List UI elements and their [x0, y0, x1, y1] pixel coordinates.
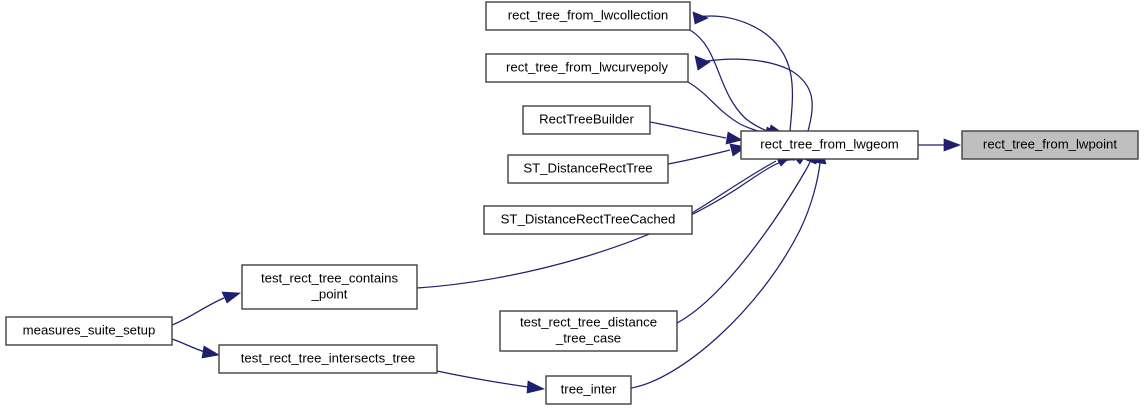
edge-line: [630, 162, 821, 389]
edge-line: [171, 338, 206, 353]
node-measures_suite_setup[interactable]: measures_suite_setup: [5, 316, 173, 346]
node-ST_DistanceRectTree[interactable]: ST_DistanceRectTree: [507, 154, 669, 184]
node-box[interactable]: [499, 310, 678, 352]
node-box[interactable]: [485, 53, 689, 83]
node-label: rect_tree_from_lwgeom: [760, 136, 899, 151]
nodes-layer: rect_tree_from_lwcollection rect_tree_fro…: [5, 1, 1139, 405]
node-label: rect_tree_from_lwpoint: [983, 136, 1117, 151]
node-test_rect_tree_contains_point[interactable]: test_rect_tree_contains_point: [241, 264, 418, 310]
node-RectTreeBuilder[interactable]: RectTreeBuilder: [522, 105, 651, 135]
edge-rect_tree_from_lwgeom-to-rect_tree_from_lwpoint: [918, 138, 961, 152]
edge-rect_tree_from_lwgeom-to-rect_tree_from_lwcollection: [692, 11, 794, 132]
node-label: test_rect_tree_contains: [261, 270, 398, 285]
edge-line: [436, 370, 529, 388]
edge-rect_tree_from_lwcollection-to-rect_tree_from_lwgeom: [689, 29, 785, 138]
node-box[interactable]: [483, 205, 693, 235]
arrowhead-icon: [692, 11, 709, 25]
edge-line: [649, 121, 727, 139]
edge-measures_suite_setup-to-test_rect_tree_contains_point: [171, 291, 241, 326]
arrowhead-icon: [201, 345, 220, 359]
node-ST_DistanceRectTreeCached[interactable]: ST_DistanceRectTreeCached: [483, 205, 693, 235]
node-label: _point: [311, 286, 348, 301]
node-label: ST_DistanceRectTreeCached: [501, 211, 676, 226]
node-label: ST_DistanceRectTree: [523, 160, 652, 175]
node-box[interactable]: [218, 344, 438, 374]
edge-line: [676, 161, 811, 324]
node-rect_tree_from_lwcollection[interactable]: rect_tree_from_lwcollection: [485, 1, 691, 31]
arrowhead-icon: [694, 55, 711, 71]
node-box[interactable]: [961, 130, 1139, 160]
node-rect_tree_from_lwcurvepoly[interactable]: rect_tree_from_lwcurvepoly: [485, 53, 689, 83]
node-box[interactable]: [485, 1, 691, 31]
node-box[interactable]: [545, 375, 632, 405]
arrowhead-icon: [526, 380, 546, 394]
arrowhead-icon: [221, 291, 241, 304]
node-label: rect_tree_from_lwcollection: [508, 7, 669, 22]
node-label: measures_suite_setup: [23, 322, 156, 337]
node-label: _tree_case: [555, 330, 621, 345]
arrowhead-icon: [725, 131, 743, 145]
edge-rect_tree_from_lwgeom-to-rect_tree_from_lwcurvepoly: [694, 55, 813, 132]
edge-line: [667, 149, 731, 165]
node-label: RectTreeBuilder: [539, 111, 634, 126]
node-label: test_rect_tree_distance: [520, 314, 657, 329]
node-box[interactable]: [5, 316, 173, 346]
edge-measures_suite_setup-to-test_rect_tree_intersects_tree: [171, 338, 220, 359]
node-label: rect_tree_from_lwcurvepoly: [506, 59, 668, 74]
edge-line: [691, 160, 777, 214]
node-test_rect_tree_intersects_tree[interactable]: test_rect_tree_intersects_tree: [218, 344, 438, 374]
edge-line: [171, 297, 225, 326]
node-box[interactable]: [740, 130, 919, 160]
node-box[interactable]: [522, 105, 651, 135]
node-label: tree_inter: [561, 381, 617, 396]
node-box[interactable]: [507, 154, 669, 184]
node-rect_tree_from_lwgeom[interactable]: rect_tree_from_lwgeom: [740, 130, 919, 160]
edge-ST_DistanceRectTree-to-rect_tree_from_lwgeom: [667, 143, 747, 165]
arrowhead-icon: [943, 138, 961, 152]
node-rect_tree_from_lwpoint[interactable]: rect_tree_from_lwpoint: [961, 130, 1139, 160]
edge-line: [696, 15, 794, 132]
edge-test_rect_tree_intersects_tree-to-tree_inter: [436, 370, 546, 394]
edge-line: [689, 29, 768, 132]
node-test_rect_tree_distance_tree_case[interactable]: test_rect_tree_distance_tree_case: [499, 310, 678, 352]
edge-RectTreeBuilder-to-rect_tree_from_lwgeom: [649, 121, 743, 145]
node-tree_inter[interactable]: tree_inter: [545, 375, 632, 405]
node-box[interactable]: [241, 264, 418, 310]
node-label: test_rect_tree_intersects_tree: [241, 350, 415, 365]
edge-line: [699, 58, 813, 132]
